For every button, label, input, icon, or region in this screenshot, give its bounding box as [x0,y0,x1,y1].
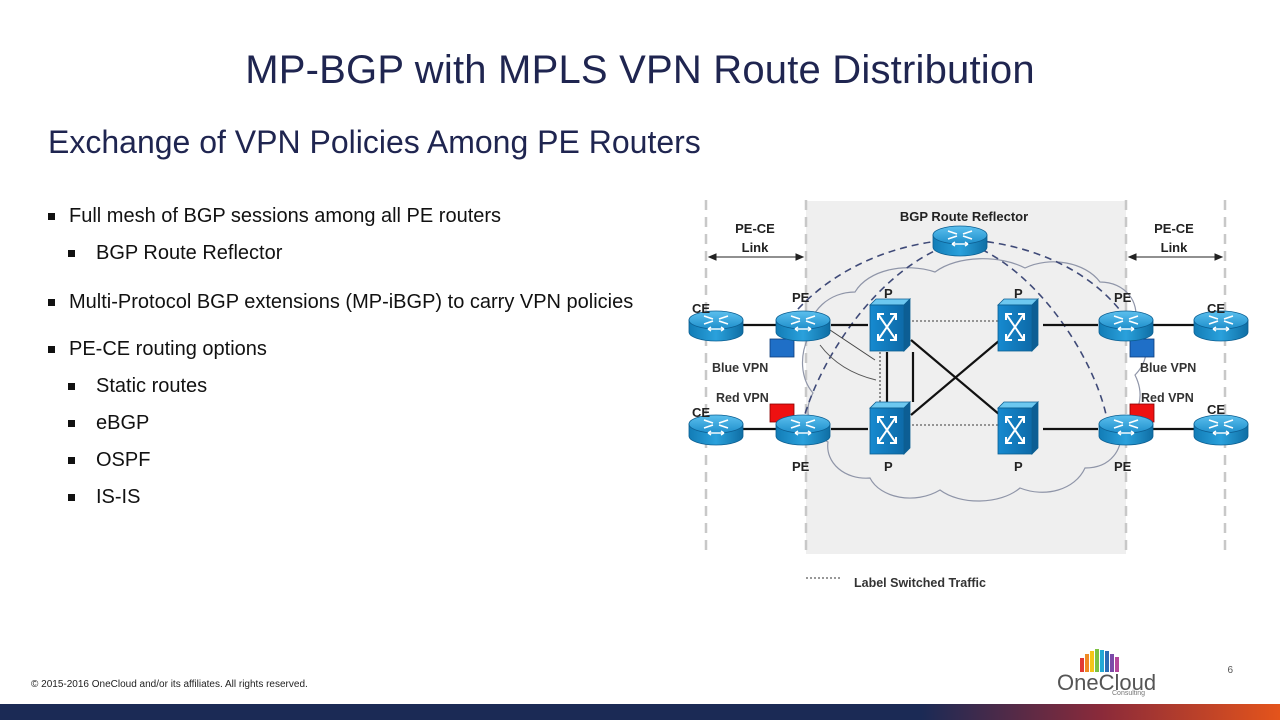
sub-bullet-item: Static routes [48,373,668,400]
ce-router-icon [1193,414,1249,446]
bullet-text: eBGP [96,412,150,434]
blue-vpn-label: Blue VPN [712,361,768,375]
pe-ce-link-label: PE-CE [1154,221,1194,236]
slide-subtitle: Exchange of VPN Policies Among PE Router… [48,124,701,160]
bullet-square-icon [48,213,55,220]
pe-ce-link-arrows [707,253,1224,261]
sub-bullet-item: IS-IS [48,484,668,511]
pe-label: PE [792,459,810,474]
pe-ce-link-label: Link [1161,240,1188,255]
p-label: P [884,286,893,301]
onecloud-logo: OneCloud Consulting [1050,648,1170,698]
blue-vpn-marker [769,338,795,358]
pe-ce-boundaries [704,200,1227,555]
route-reflector-router-icon [932,225,988,257]
pe-label: PE [1114,459,1132,474]
ce-label: CE [692,301,710,316]
bullet-text: Full mesh of BGP sessions among all PE r… [69,205,502,227]
slide-title: MP-BGP with MPLS VPN Route Distribution [245,48,1035,92]
page-number: 6 [1227,665,1233,676]
bullet-list: Full mesh of BGP sessions among all PE r… [48,203,668,511]
pe-router-icon [1098,414,1154,446]
bullet-item: PE-CE routing options [48,336,668,363]
legend-label: Label Switched Traffic [854,576,986,590]
p-switch-icon [997,401,1039,455]
bullet-square-icon [68,250,75,257]
bullet-square-icon [68,494,75,501]
pe-router-icon [1098,310,1154,342]
route-reflector-label: BGP Route Reflector [900,209,1028,224]
bullet-square-icon [68,420,75,427]
label-switched-links [879,320,998,426]
p-switch-icon [869,298,911,352]
bullet-text: Static routes [96,375,208,397]
copyright-notice: © 2015-2016 OneCloud and/or its affiliat… [31,679,308,690]
logo-bars [1080,649,1119,672]
logo-tagline: Consulting [1112,690,1146,697]
bullet-text: PE-CE routing options [69,338,267,360]
bullet-item: Full mesh of BGP sessions among all PE r… [48,203,668,230]
footer-bar [0,704,1280,720]
pe-ce-link-label: PE-CE [735,221,775,236]
bullet-item: Multi-Protocol BGP extensions (MP-iBGP) … [48,289,669,316]
blue-vpn-label: Blue VPN [1140,361,1196,375]
p-switch-icon [869,401,911,455]
bullet-text: IS-IS [96,486,141,508]
bullet-square-icon [48,299,55,306]
physical-links [730,323,1201,431]
red-vpn-label: Red VPN [1141,391,1194,405]
bullet-square-icon [68,457,75,464]
pe-router-icon [775,414,831,446]
pe-label: PE [792,290,810,305]
sub-bullet-item: eBGP [48,410,668,437]
bullet-text: BGP Route Reflector [96,242,283,264]
p-label: P [884,459,893,474]
p-switch-icon [997,298,1039,352]
sub-bullet-item: OSPF [48,447,668,474]
pe-router-icon [775,310,831,342]
sub-bullet-item: BGP Route Reflector [48,240,668,267]
p-label: P [1014,459,1023,474]
pe-to-p-link [829,329,876,361]
ce-label: CE [1207,301,1225,316]
red-vpn-label: Red VPN [716,391,769,405]
logo-wordmark: OneCloud [1057,670,1157,695]
bullet-text: Multi-Protocol BGP extensions (MP-iBGP) … [69,291,634,313]
logo-cloud-icon [1080,649,1119,672]
pe-ce-link-label: Link [742,240,769,255]
bullet-square-icon [48,346,55,353]
blue-vpn-marker [1129,338,1155,358]
ce-label: CE [692,405,710,420]
ce-label: CE [1207,402,1225,417]
bullet-text: OSPF [96,449,151,471]
p-label: P [1014,286,1023,301]
vpn-path [819,344,877,381]
pe-label: PE [1114,290,1132,305]
bullet-square-icon [68,383,75,390]
